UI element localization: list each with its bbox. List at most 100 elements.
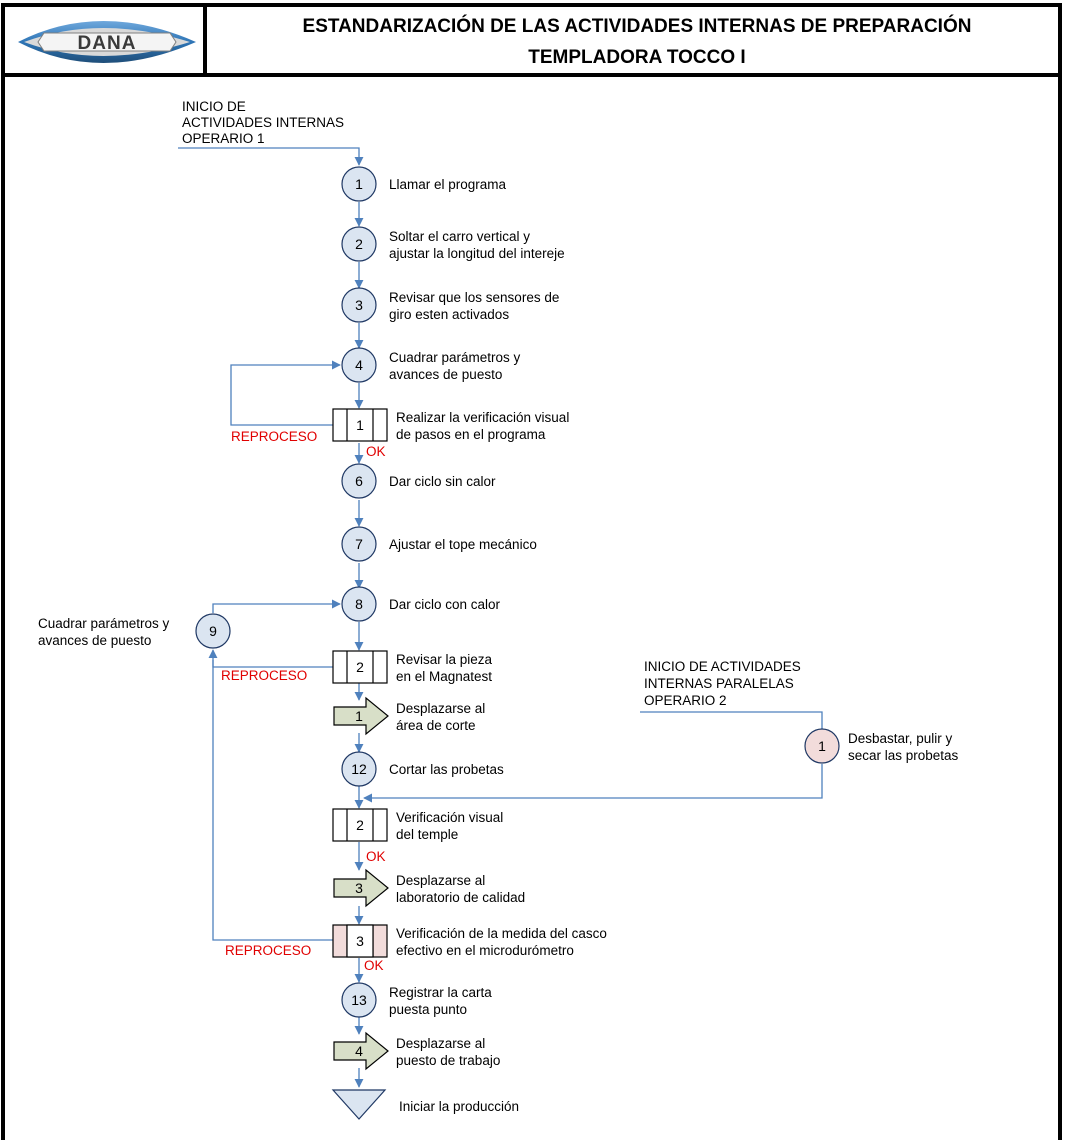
step-label-line: Desbastar, pulir y bbox=[848, 731, 953, 746]
dana-logo: DANA bbox=[18, 21, 196, 63]
ok-label-2: OK bbox=[366, 849, 386, 864]
symbol-number: 3 bbox=[355, 880, 363, 896]
operation-circle bbox=[341, 526, 377, 562]
step-3-operation: 3 Revisar que los sensores de giro esten a… bbox=[341, 287, 559, 323]
step-1-operation: 1 Llamar el programa bbox=[341, 166, 507, 202]
step-label-line: del temple bbox=[396, 827, 458, 842]
inspection-box bbox=[332, 408, 388, 442]
transport-arrow bbox=[333, 696, 389, 736]
flow-symbols: 1 Llamar el programa 2 Soltar el carro vert… bbox=[38, 166, 959, 1120]
transport-arrow bbox=[333, 868, 389, 908]
step-label-line: Revisar la pieza bbox=[396, 652, 493, 667]
symbol-number: 1 bbox=[818, 738, 826, 754]
step-label-line: Registrar la carta bbox=[389, 985, 492, 1000]
step-label-line: ajustar la longitud del intereje bbox=[389, 246, 565, 261]
step-label-line: Soltar el carro vertical y bbox=[389, 229, 530, 244]
side-step-1-operation: 9 Cuadrar parámetros y avances de puesto bbox=[38, 613, 231, 649]
step-label-line: Cuadrar parámetros y bbox=[38, 616, 170, 631]
operation-circle bbox=[804, 728, 840, 764]
step-label-line: Revisar que los sensores de bbox=[389, 290, 559, 305]
step-label-line: puesto de trabajo bbox=[396, 1053, 500, 1068]
step-label-line: Iniciar la producción bbox=[399, 1099, 519, 1114]
step-13-transport: 3 Desplazarse al laboratorio de calidad bbox=[333, 868, 525, 908]
operation-circle bbox=[341, 347, 377, 383]
step-label-line: Cortar las probetas bbox=[389, 762, 504, 777]
reproceso-label-1: REPROCESO bbox=[231, 429, 317, 444]
symbol-number: 3 bbox=[355, 297, 363, 313]
step-label-line: avances de puesto bbox=[389, 367, 502, 382]
step-label-line: Dar ciclo con calor bbox=[389, 597, 501, 612]
operation-circle bbox=[195, 613, 231, 649]
ok-label-1: OK bbox=[366, 444, 386, 459]
step-label-line: Ajustar el tope mecánico bbox=[389, 537, 537, 552]
inspection-center bbox=[346, 924, 374, 958]
step-label-line: Desplazarse al bbox=[396, 1036, 485, 1051]
operation-circle bbox=[341, 226, 377, 262]
transport-arrow bbox=[333, 1031, 389, 1071]
step-label-line: secar las probetas bbox=[848, 748, 959, 763]
symbol-number: 13 bbox=[351, 992, 367, 1008]
step-label-line: Desplazarse al bbox=[396, 701, 485, 716]
symbol-number: 6 bbox=[355, 473, 363, 489]
step-12-inspection: 2 Verificación visual del temple bbox=[332, 808, 503, 842]
operation-circle bbox=[341, 287, 377, 323]
step-7-operation: 7 Ajustar el tope mecánico bbox=[341, 526, 537, 562]
operation-circle bbox=[341, 586, 377, 622]
symbol-number: 1 bbox=[356, 417, 364, 433]
symbol-number: 2 bbox=[356, 659, 364, 675]
side-step-2-operation-parallel: 1 Desbastar, pulir y secar las probetas bbox=[804, 728, 959, 764]
symbol-number: 9 bbox=[209, 623, 217, 639]
start-op1-line-1: INICIO DE bbox=[182, 99, 246, 114]
symbol-number: 8 bbox=[355, 596, 363, 612]
step-label-line: avances de puesto bbox=[38, 633, 151, 648]
start-op2-line-2: INTERNAS PARALELAS bbox=[644, 676, 794, 691]
header: DANA ESTANDARIZACIÓN DE LAS ACTIVIDADES … bbox=[1, 3, 1062, 1140]
step-label-line: de pasos en el programa bbox=[396, 427, 546, 442]
operation-circle bbox=[341, 982, 377, 1018]
start-op1-line-3: OPERARIO 1 bbox=[182, 131, 265, 146]
symbol-number: 2 bbox=[356, 817, 364, 833]
title-line-1: ESTANDARIZACIÓN DE LAS ACTIVIDADES INTER… bbox=[303, 15, 972, 37]
step-label-line: Desplazarse al bbox=[396, 873, 485, 888]
step-11-operation: 12 Cortar las probetas bbox=[341, 751, 504, 787]
step-label-line: Verificación de la medida del casco bbox=[396, 926, 607, 941]
step-10-transport: 1 Desplazarse al área de corte bbox=[333, 696, 485, 736]
step-label-line: laboratorio de calidad bbox=[396, 890, 525, 905]
reproceso-label-2: REPROCESO bbox=[221, 668, 307, 683]
operation-circle bbox=[341, 751, 377, 787]
step-17-end: Iniciar la producción bbox=[331, 1089, 519, 1120]
start-op1-line-2: ACTIVIDADES INTERNAS bbox=[182, 115, 344, 130]
symbol-number: 1 bbox=[355, 176, 363, 192]
step-label-line: giro esten activados bbox=[389, 307, 509, 322]
step-label-line: área de corte bbox=[396, 718, 476, 733]
start-operator-1: INICIO DE ACTIVIDADES INTERNAS OPERARIO … bbox=[182, 99, 344, 146]
step-label-line: Realizar la verificación visual bbox=[396, 410, 569, 425]
step-label-line: en el Magnatest bbox=[396, 669, 492, 684]
inspection-box bbox=[332, 650, 388, 684]
symbol-number: 7 bbox=[355, 536, 363, 552]
symbol-number: 3 bbox=[356, 933, 364, 949]
step-label-line: Verificación visual bbox=[396, 810, 503, 825]
ok-label-3: OK bbox=[364, 958, 384, 973]
symbol-number: 12 bbox=[351, 761, 367, 777]
step-label-line: Llamar el programa bbox=[389, 177, 507, 192]
operation-circle bbox=[341, 463, 377, 499]
step-label-line: Cuadrar parámetros y bbox=[389, 350, 521, 365]
symbol-number: 1 bbox=[355, 708, 363, 724]
start-op2-line-3: OPERARIO 2 bbox=[644, 693, 727, 708]
step-16-transport: 4 Desplazarse al puesto de trabajo bbox=[333, 1031, 500, 1071]
start-operator-2: INICIO DE ACTIVIDADES INTERNAS PARALELAS… bbox=[644, 659, 801, 708]
operation-circle bbox=[341, 166, 377, 202]
step-8-operation: 8 Dar ciclo con calor bbox=[341, 586, 501, 622]
symbol-number: 4 bbox=[355, 1043, 363, 1059]
title-line-2: TEMPLADORA TOCCO I bbox=[528, 47, 745, 68]
reproceso-label-3: REPROCESO bbox=[225, 943, 311, 958]
start-op2-line-1: INICIO DE ACTIVIDADES bbox=[644, 659, 801, 674]
step-5-inspection: 1 Realizar la verificación visual de pasos… bbox=[332, 408, 569, 442]
